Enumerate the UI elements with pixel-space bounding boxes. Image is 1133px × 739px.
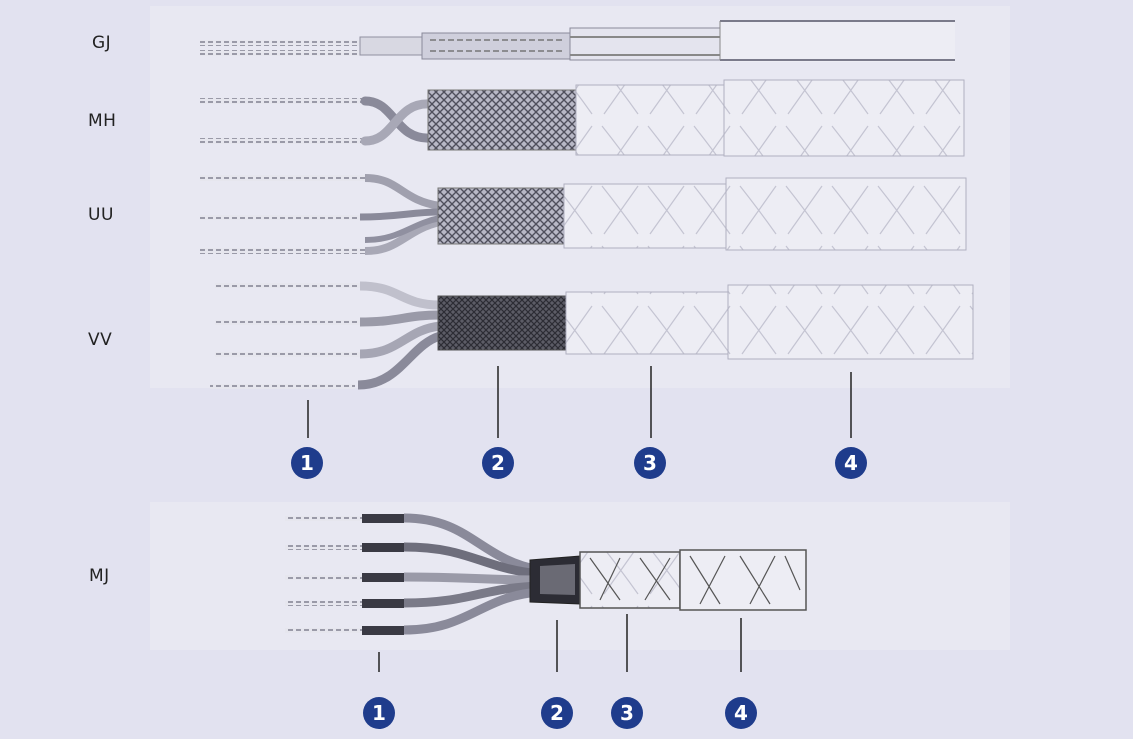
label-mh: MH: [88, 111, 116, 131]
callout-top-2: 2: [482, 447, 514, 479]
callout-bottom-3: 3: [611, 697, 643, 729]
cable-mj: [285, 514, 806, 635]
callout-top-3: 3: [634, 447, 666, 479]
label-vv: VV: [88, 330, 112, 350]
callout-top-1: 1: [291, 447, 323, 479]
cable-mh: [200, 80, 964, 156]
label-mj: MJ: [89, 566, 110, 586]
callout-bottom-2: 2: [541, 697, 573, 729]
callout-bottom-4: 4: [725, 697, 757, 729]
label-uu: UU: [88, 205, 114, 225]
callout-top-4: 4: [835, 447, 867, 479]
cable-gj: [200, 20, 955, 62]
cable-uu: [200, 175, 966, 254]
callout-bottom-1: 1: [363, 697, 395, 729]
cable-vv: [210, 283, 973, 389]
bottom-callout-lines: [379, 614, 741, 672]
label-gj: GJ: [92, 33, 111, 53]
